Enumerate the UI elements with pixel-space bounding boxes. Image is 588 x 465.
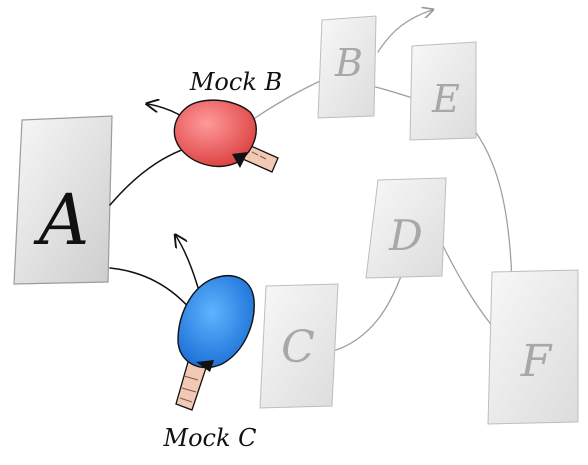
edge-b-outgoing: [377, 10, 432, 53]
mock-c-paddle-icon: [175, 275, 255, 411]
node-f-label: F: [520, 336, 553, 387]
node-e-label: E: [431, 77, 460, 121]
node-c-label: C: [281, 322, 315, 373]
node-b-label: B: [334, 41, 363, 85]
node-b: B: [317, 15, 377, 119]
mock-b-label: Mock B: [189, 68, 282, 96]
node-d: D: [365, 177, 447, 279]
node-e: E: [409, 41, 477, 141]
node-a: A: [13, 115, 113, 285]
node-c: C: [259, 283, 339, 409]
mock-c-label: Mock C: [163, 424, 257, 452]
node-a-label: A: [33, 179, 90, 261]
mock-b-paddle-icon: [173, 99, 279, 173]
node-d-label: D: [388, 211, 423, 260]
node-f: F: [487, 269, 579, 425]
